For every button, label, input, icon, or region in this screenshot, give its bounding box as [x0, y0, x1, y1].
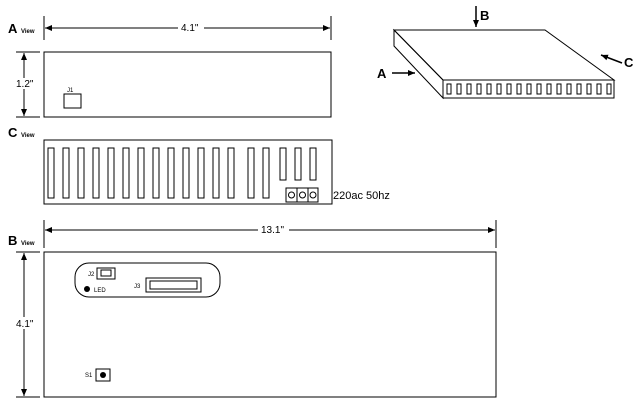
view-a: A View 4.1" 1.2" J1 — [8, 16, 332, 118]
view-a-letter: A — [8, 21, 18, 36]
view-b-j2-label: J2 — [88, 272, 95, 278]
view-c-power-label: 220ac 50hz — [333, 190, 390, 202]
iso-vent-slots — [446, 83, 612, 95]
view-c: C View — [8, 125, 390, 205]
view-a-height-label: 1.2" — [16, 79, 34, 90]
iso-arrow-a-label: A — [377, 66, 387, 81]
view-a-j1-connector — [63, 93, 82, 109]
iso-top-face — [392, 29, 616, 81]
view-a-j1-label: J1 — [67, 88, 74, 94]
view-c-vent-slots — [47, 147, 317, 199]
view-a-suffix: View — [21, 29, 35, 35]
isometric-view: B A C — [377, 6, 634, 100]
view-b-height-label: 4.1" — [16, 319, 34, 330]
view-a-panel — [43, 51, 332, 118]
view-a-width-label: 4.1" — [181, 23, 199, 34]
view-b-j2-connector — [96, 267, 116, 280]
view-b-j3-connector — [145, 277, 202, 293]
view-b-width-label: 13.1" — [261, 225, 284, 236]
view-c-suffix: View — [21, 133, 35, 139]
iso-arrow-b-label: B — [480, 8, 489, 23]
view-b-led-label: LED — [94, 288, 106, 294]
led-icon — [84, 286, 90, 292]
switch-icon — [100, 372, 106, 378]
view-b-s1-switch — [95, 368, 111, 382]
iso-left-face — [393, 28, 444, 100]
iso-arrow-c — [600, 54, 623, 64]
view-b-s1-label: S1 — [85, 373, 93, 379]
iso-arrow-c-label: C — [624, 55, 634, 70]
view-c-power-terminal — [285, 187, 319, 203]
iso-front-face — [442, 79, 615, 99]
view-c-letter: C — [8, 125, 18, 140]
view-b: B View 13.1" 4.1" J2 LED J3 S1 — [8, 220, 497, 398]
view-b-letter: B — [8, 233, 17, 248]
view-c-panel — [43, 139, 333, 205]
view-b-suffix: View — [21, 241, 35, 247]
view-b-connector-cutout — [74, 262, 221, 298]
view-b-panel — [43, 251, 497, 398]
view-b-j3-label: J3 — [134, 284, 141, 290]
